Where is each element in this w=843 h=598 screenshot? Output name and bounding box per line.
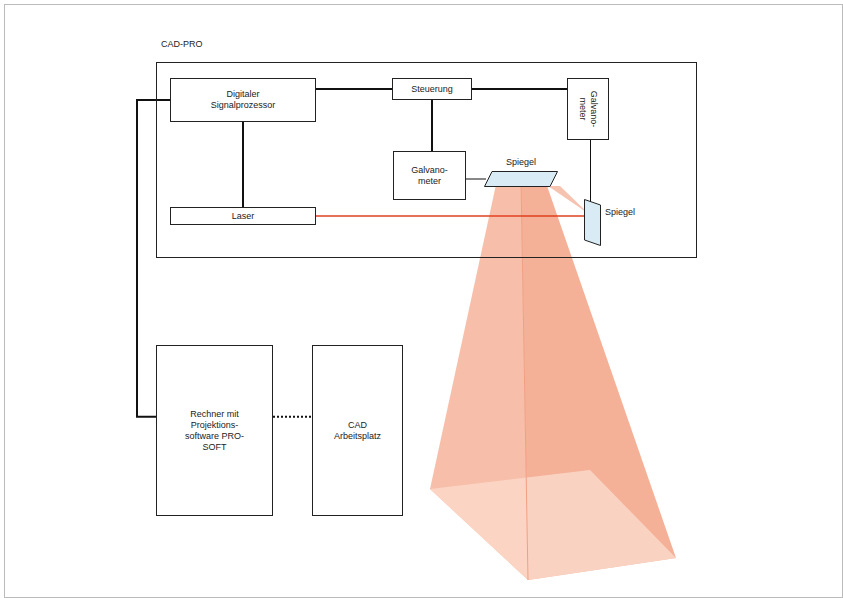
control-box: Steuerung [392, 78, 472, 100]
mirror-glass [585, 200, 601, 246]
mirror-symbol [484, 171, 558, 187]
connector-line [466, 179, 486, 180]
laser-beam [316, 215, 584, 217]
mirror-glass [485, 172, 558, 187]
connector-line [431, 100, 433, 151]
connector-line [242, 122, 244, 207]
workstation-box: CAD Arbeitsplatz [312, 345, 403, 516]
node-label: CAD Arbeitsplatz [332, 420, 384, 442]
node-label: Rechner mit Projektions- software PRO-SO… [179, 409, 251, 453]
galvanometer-box: Galvano- meter [567, 78, 609, 140]
node-label: Steuerung [411, 84, 453, 95]
connector-line [472, 88, 567, 90]
computer-box: Rechner mit Projektions- software PRO-SO… [156, 345, 273, 516]
connector-line [590, 140, 591, 202]
galvanometer-box: Galvano- meter [393, 151, 466, 200]
projection-area [430, 470, 676, 580]
node-label: Galvano- meter [577, 87, 599, 131]
node-label: Spiegel [605, 207, 635, 218]
mirror-symbol [584, 199, 601, 246]
device-housing: CAD-PRODigitaler SignalprozessorSteuerun… [156, 62, 697, 258]
mirror: Spiegel [484, 171, 558, 187]
node-label: Digitaler Signalprozessor [198, 89, 288, 111]
node-label: Laser [232, 211, 255, 222]
dotted-link [273, 416, 312, 418]
node-label: Galvano- meter [410, 165, 450, 187]
connector-line [316, 88, 392, 90]
projection-edge [521, 180, 528, 580]
picture-frame [5, 5, 843, 598]
mirror: Spiegel [584, 199, 601, 246]
node-label: Spiegel [506, 157, 536, 168]
device-title: CAD-PRO [161, 39, 203, 50]
laser-box: Laser [170, 207, 316, 225]
processor-box: Digitaler Signalprozessor [170, 78, 316, 122]
